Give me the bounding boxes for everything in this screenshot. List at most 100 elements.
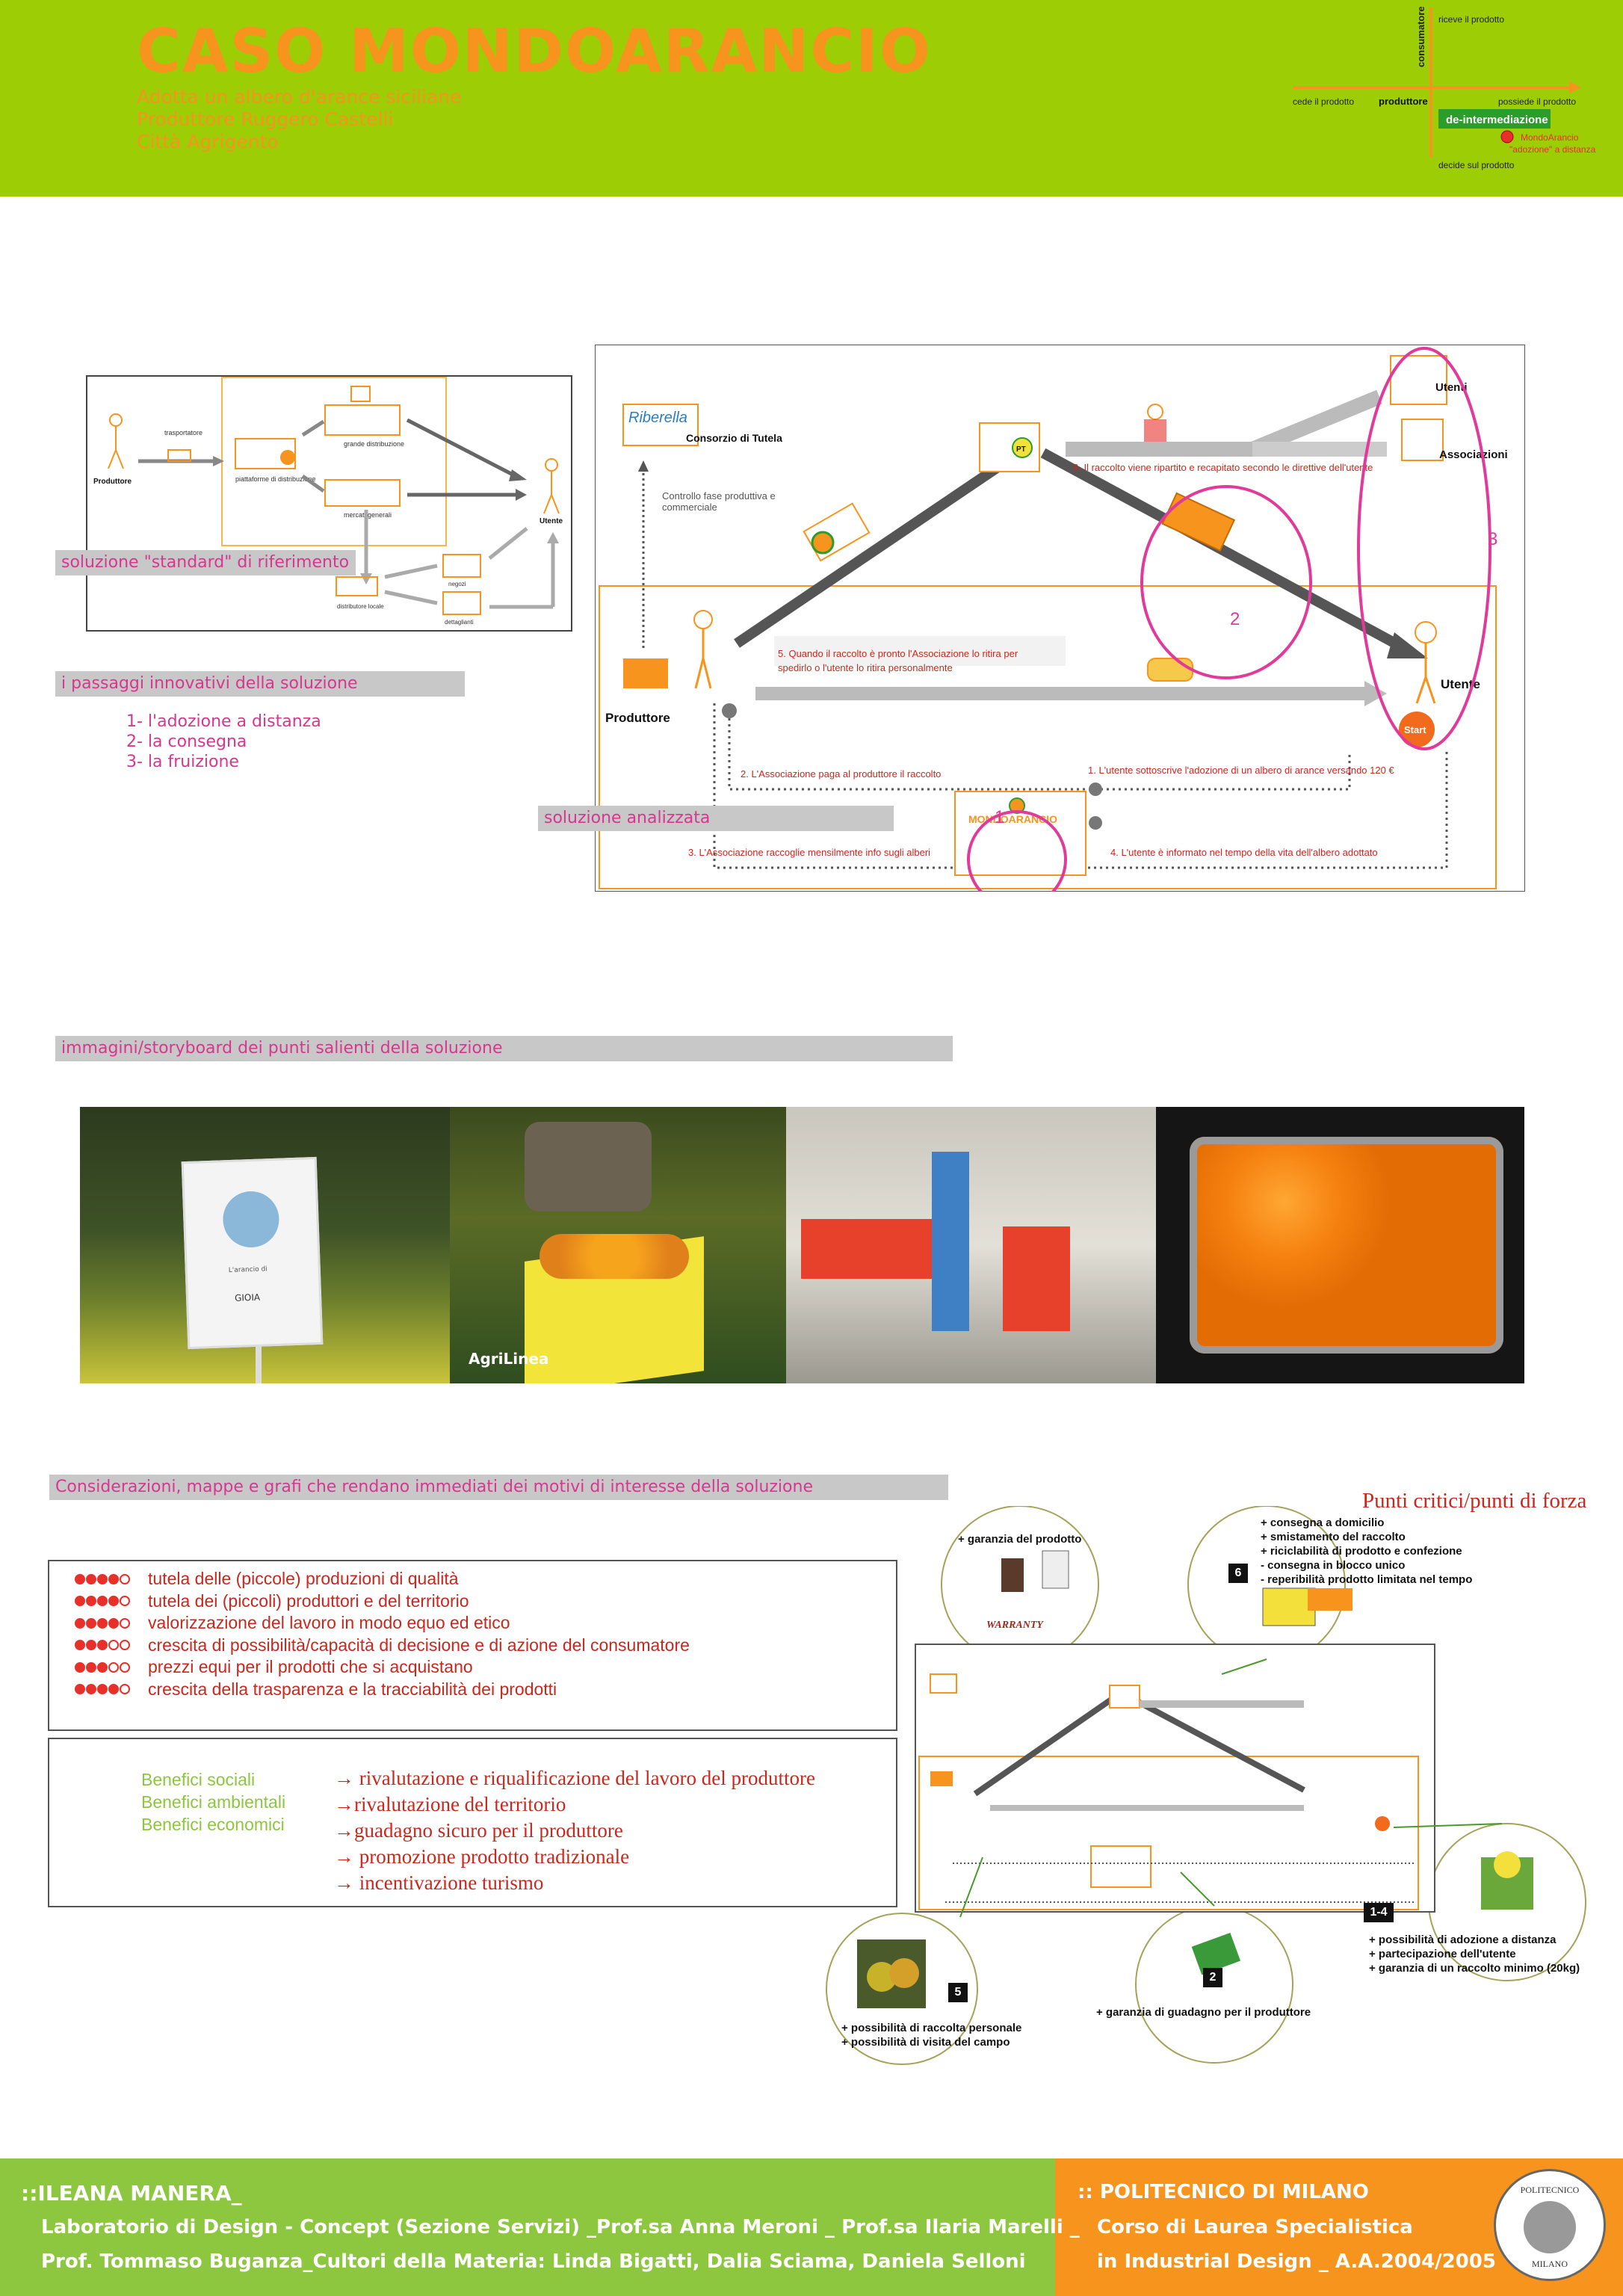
rating-dot-filled	[108, 1596, 119, 1607]
map-badge: de-intermediazione	[1446, 114, 1548, 126]
warranty-label: WARRANTY	[986, 1620, 1043, 1631]
politecnico-seal: POLITECNICO MILANO	[1494, 2169, 1606, 2281]
positioning-map: riceve il prodotto consumatore cede il p…	[1293, 6, 1596, 170]
map-left-label: cede il prodotto	[1293, 96, 1354, 107]
passaggio-2: 2- la consegna	[126, 732, 247, 751]
critico-14-1: + possibilità di adozione a distanza	[1369, 1934, 1556, 1946]
rating-dots	[75, 1596, 148, 1607]
circle-number-3: 3	[1488, 529, 1497, 549]
beneficio-economico: Benefici economici	[141, 1815, 285, 1834]
map-badge-bg	[1438, 109, 1551, 129]
main-diagram-frame	[595, 345, 1525, 892]
utenti-label: Utenti	[1435, 381, 1468, 394]
footer-author: ::ILEANA MANERA_	[21, 2181, 242, 2206]
std-negozi: negozi	[448, 581, 466, 587]
beneficio-1: → rivalutazione e riqualificazione del l…	[334, 1767, 815, 1789]
rating-dots	[75, 1640, 148, 1651]
label-storyboard: immagini/storyboard dei punti salienti d…	[55, 1036, 953, 1061]
std-distributore: distributore locale	[337, 603, 384, 610]
badge-1-4: 1-4	[1364, 1903, 1394, 1922]
std-dettaglianti: dettaglianti	[445, 619, 474, 626]
passaggio-3: 3- la fruizione	[126, 753, 239, 771]
map-case-dot	[1500, 130, 1514, 144]
rating-text: tutela delle (piccole) produzioni di qua…	[148, 1569, 459, 1589]
rating-text: crescita di possibilità/capacità di deci…	[148, 1635, 690, 1655]
photo-orange-box	[1156, 1107, 1524, 1383]
map-right-label: possiede il prodotto	[1498, 96, 1576, 107]
seal-top-text: POLITECNICO	[1520, 2185, 1580, 2195]
rating-dot-filled	[97, 1573, 108, 1584]
rating-dot-empty	[108, 1661, 119, 1673]
critico-5-2: + possibilità di visita del campo	[841, 2036, 1010, 2049]
map-top-label: riceve il prodotto	[1438, 14, 1504, 25]
rating-row: crescita di possibilità/capacità di deci…	[75, 1635, 889, 1657]
subtitle-1: Adotta un albero d'arance siciliane	[137, 86, 462, 108]
rating-dot-empty	[120, 1617, 130, 1629]
rating-dot-filled	[108, 1573, 119, 1584]
step6-label: 6. Il raccolto viene ripartito e recapit…	[1073, 462, 1373, 473]
rating-dot-filled	[86, 1640, 96, 1651]
beneficio-2: →rivalutazione del territorio	[334, 1793, 566, 1815]
rating-row: prezzi equi per il prodotti che si acqui…	[75, 1656, 889, 1679]
critico-garanzia: + garanzia del prodotto	[958, 1533, 1082, 1546]
rating-dot-filled	[75, 1573, 85, 1584]
rating-row: tutela delle (piccole) produzioni di qua…	[75, 1568, 889, 1590]
critico-5-list: + possibilità di raccolta personale + po…	[841, 2021, 1021, 2049]
standard-diagram: Produttore trasportatore piattaforme di …	[93, 377, 563, 626]
footer-left	[0, 2158, 1055, 2296]
critico-14-list: + possibilità di adozione a distanza + p…	[1369, 1933, 1580, 1975]
pt-label: PT	[1016, 445, 1026, 454]
worker	[932, 1152, 969, 1331]
beneficio-4: → promozione prodotto tradizionale	[334, 1845, 630, 1868]
sign-name: GIOIA	[234, 1292, 261, 1303]
rating-text: valorizzazione del lavoro in modo equo e…	[148, 1613, 510, 1633]
map-case-label-2: "adozione" a distanza	[1509, 144, 1596, 155]
rating-row: tutela dei (piccoli) produttori e del te…	[75, 1590, 889, 1613]
rating-dot-empty	[120, 1684, 130, 1695]
rating-dot-filled	[86, 1596, 96, 1607]
rating-dot-filled	[75, 1617, 85, 1629]
punti-title: Punti critici/punti di forza	[1362, 1489, 1587, 1513]
rating-dot-filled	[86, 1684, 96, 1695]
photo-watermark: AgriLinea	[469, 1350, 549, 1368]
rating-dot-filled	[97, 1661, 108, 1673]
step4-label: 4. L'utente è informato nel tempo della …	[1110, 847, 1378, 858]
badge-2: 2	[1203, 1968, 1222, 1987]
benefici-box	[48, 1738, 897, 1907]
start-label: Start	[1404, 724, 1426, 735]
beneficio-3: →guadagno sicuro per il produttore	[334, 1819, 623, 1842]
rating-dot-empty	[120, 1596, 130, 1607]
footer-university: :: POLITECNICO DI MILANO	[1078, 2181, 1369, 2203]
critico-14-3: + garanzia di un raccolto minimo (20kg)	[1369, 1962, 1580, 1975]
step5a-label: 5. Quando il raccolto è pronto l'Associa…	[778, 648, 1018, 659]
subtitle-3: Città Agrigento	[137, 131, 279, 152]
critico-6-1: + consegna a domicilio	[1261, 1516, 1385, 1529]
map-center-label: produttore	[1379, 96, 1428, 107]
std-grande-distribuzione: grande distribuzione	[344, 440, 404, 448]
rating-dot-filled	[108, 1617, 119, 1629]
label-passaggi: i passaggi innovativi della soluzione	[55, 671, 465, 697]
rating-text: tutela dei (piccoli) produttori e del te…	[148, 1590, 469, 1611]
rating-dot-filled	[75, 1640, 85, 1651]
critico-6-3: + riciclabilità di prodotto e confezione	[1261, 1545, 1462, 1558]
photo-sign-in-orchard: L'arancio di GIOIA	[80, 1107, 450, 1383]
rating-dot-filled	[97, 1617, 108, 1629]
std-trasportatore: trasportatore	[164, 429, 203, 436]
ratings-box	[48, 1560, 897, 1731]
beneficio-5: → incentivazione turismo	[334, 1871, 544, 1894]
crate-oranges	[540, 1234, 689, 1279]
critico-6-5: - reperibilità prodotto limitata nel tem…	[1261, 1573, 1473, 1586]
critico-6-2: + smistamento del raccolto	[1261, 1531, 1406, 1543]
main-produttore: Produttore	[605, 711, 670, 725]
rating-dot-filled	[97, 1596, 108, 1607]
red-crates-table	[801, 1219, 936, 1279]
rating-dot-filled	[75, 1661, 85, 1673]
passaggi-list: 1- l'adozione a distanza 2- la consegna …	[126, 712, 321, 772]
critico-2: + garanzia di guadagno per il produttore	[1096, 2006, 1311, 2019]
oranges-box	[1190, 1137, 1503, 1354]
label-standard: soluzione "standard" di riferimento	[55, 550, 356, 575]
controllo-label: Controllo fase produttiva e commerciale	[662, 490, 776, 513]
rating-text: crescita della trasparenza e la tracciab…	[148, 1679, 557, 1699]
seal-bottom-text: MILANO	[1532, 2259, 1568, 2269]
circle-number-1: 1	[995, 807, 1004, 827]
